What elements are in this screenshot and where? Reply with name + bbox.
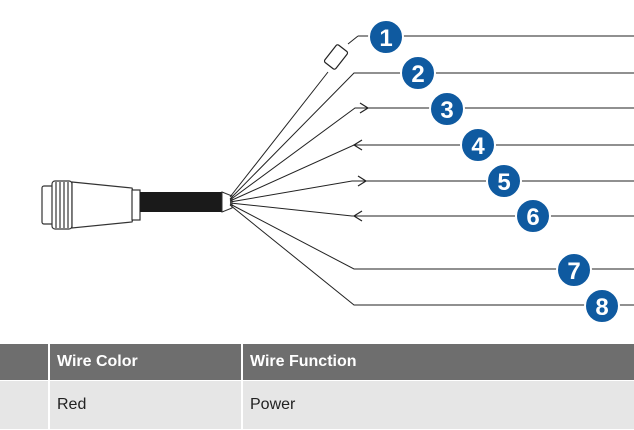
arrow-left-icon [352,210,363,222]
callout-4: 4 [460,127,496,163]
cable-jacket [140,192,224,212]
callout-8-label: 8 [595,294,608,321]
cable-end [221,191,233,213]
header-item-number [0,344,50,381]
callout-2-label: 2 [411,61,424,88]
arrow-right-icon [357,175,368,187]
callout-7: 7 [556,252,592,288]
arrow-left-icon [352,139,363,151]
cell-wire-function: Power [242,380,634,429]
callout-4-label: 4 [471,133,485,160]
arrow-heads [352,102,370,222]
wiring-harness-diagram: 1 2 3 4 5 6 7 8 [41,19,634,324]
cell-item-number [0,380,50,429]
callout-2: 2 [400,55,436,91]
callout-3-label: 3 [440,97,453,124]
callout-7-label: 7 [567,258,580,285]
callout-5: 5 [486,163,522,199]
callout-8: 8 [584,288,620,324]
callout-1-label: 1 [379,25,392,52]
header-wire-color: Wire Color [49,344,243,381]
header-wire-function: Wire Function [242,344,634,381]
arrow-right-icon [359,102,370,114]
callout-6: 6 [515,198,551,234]
cell-wire-color: Red [49,380,243,429]
wire-table: Wire Color Wire Function Red Power [0,344,634,429]
table-header-row: Wire Color Wire Function [0,344,634,381]
callout-5-label: 5 [497,169,510,196]
table-row: Red Power [0,380,634,429]
fuse-holder [323,44,349,70]
connector-plug [41,180,141,230]
callout-1: 1 [368,19,404,55]
callout-3: 3 [429,91,465,127]
callout-6-label: 6 [526,204,539,231]
